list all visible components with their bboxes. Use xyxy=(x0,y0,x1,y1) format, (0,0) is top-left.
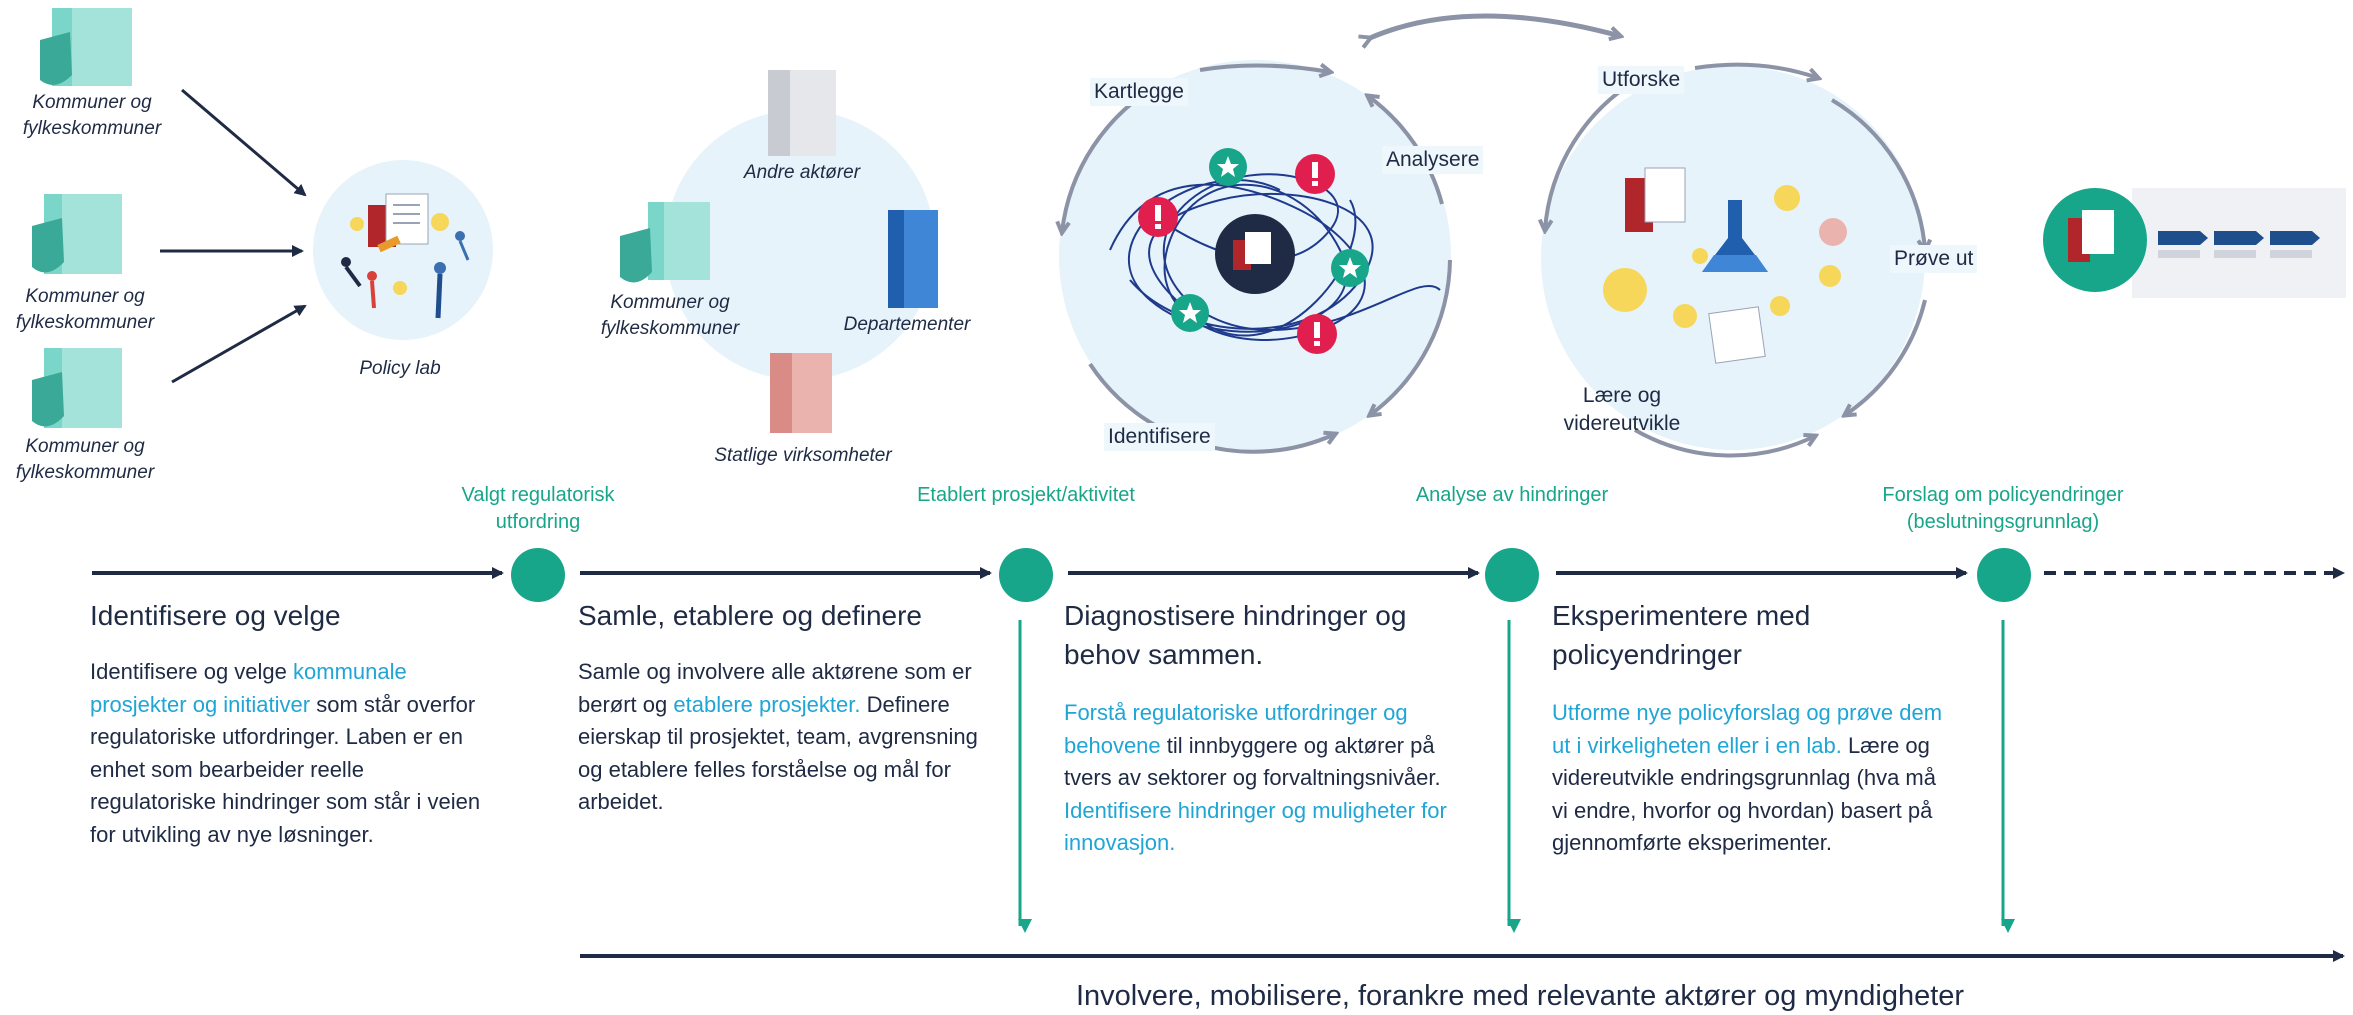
body-text: Definere eierskap til prosjektet, team, … xyxy=(578,691,978,815)
stakeholder-label: Kommuner og fylkeskommuner xyxy=(15,436,155,483)
arrow-to-policy-lab xyxy=(181,88,307,197)
stakeholder-label: Kommuner og fylkeskommuner xyxy=(22,92,162,139)
milestone-dot xyxy=(1977,548,2031,602)
connector-arrow xyxy=(1370,13,1620,38)
star-icon xyxy=(1171,294,1209,332)
body-highlight: Utforme nye policyforslag og prøve dem u… xyxy=(1552,700,1943,758)
cycle-label-utforske: Utforske xyxy=(1598,66,1685,94)
milestone-dot xyxy=(511,548,565,602)
phase-body: Forstå regulatoriske utfordringer og beh… xyxy=(1064,697,1464,860)
milestone-label: Valgt regulatorisk utfordring xyxy=(461,484,615,533)
bottom-arrow-label: Involvere, mobilisere, forankre med rele… xyxy=(1075,980,1965,1012)
milestone-label: Etablert prosjekt/aktivitet xyxy=(917,484,1135,506)
phase-title: Eksperimentere med policyendringer xyxy=(1552,600,1811,670)
warning-icon xyxy=(1138,197,1178,237)
cycle-label-identifisere: Identifisere xyxy=(1104,423,1215,451)
building-icon xyxy=(40,8,132,86)
milestone-label: Analyse av hindringer xyxy=(1415,484,1609,506)
body-text: Samle og involvere alle aktørene som er … xyxy=(578,659,972,717)
body-highlight: Identifisere hindringer og muligheter fo… xyxy=(1064,797,1447,856)
actor-label-departementer: Departementer xyxy=(843,314,971,335)
actor-label-andre: Andre aktører xyxy=(743,162,861,183)
arrow-to-policy-lab xyxy=(171,304,307,384)
warning-icon xyxy=(1295,154,1335,194)
policy-document-icon xyxy=(2043,188,2346,298)
body-text: som står overfor regulatoriske utfordrin… xyxy=(90,691,481,847)
phase-title: Diagnostisere hindringer og behov sammen… xyxy=(1064,600,1407,670)
body-highlight: etablere prosjekter. xyxy=(673,691,861,717)
body-highlight: Forstå regulatoriske utfordringer og beh… xyxy=(1064,700,1408,758)
building-icon xyxy=(32,348,122,428)
actors-illustration xyxy=(620,70,938,433)
body-highlight: kommunale prosjekter og initiativer xyxy=(90,659,407,717)
phase-body: Utforme nye policyforslag og prøve dem u… xyxy=(1552,697,1952,860)
phase-title: Samle, etablere og definere xyxy=(578,600,922,631)
milestone-dot xyxy=(999,548,1053,602)
body-text: til innbyggere og aktører på tvers av se… xyxy=(1064,732,1441,791)
stakeholder-label: Kommuner og fylkeskommuner xyxy=(15,286,155,333)
cycle-label-laere: Lære og videreutvikle xyxy=(1563,384,1681,435)
phase-title: Identifisere og velge xyxy=(90,600,341,631)
milestone-dot xyxy=(1485,548,1539,602)
cycle-label-analysere: Analysere xyxy=(1382,146,1484,174)
body-text: Lære og videreutvikle endringsgrunnlag (… xyxy=(1552,732,1936,856)
actor-label-kommuner: Kommuner og fylkeskommuner xyxy=(600,292,740,339)
policy-lab-illustration xyxy=(313,160,493,340)
actor-label-statlige: Statlige virksomheter xyxy=(714,445,892,466)
warning-icon xyxy=(1297,314,1337,354)
policy-lab-label: Policy lab xyxy=(359,358,441,379)
cycle-label-prove: Prøve ut xyxy=(1890,245,1978,273)
star-icon xyxy=(1331,249,1369,287)
diagnose-cycle xyxy=(1059,60,1452,454)
phase-body: Identifisere og velge kommunale prosjekt… xyxy=(90,656,490,851)
star-icon xyxy=(1209,148,1247,186)
milestone-label: Forslag om policyendringer (beslutningsg… xyxy=(1882,484,2124,533)
building-icon xyxy=(32,194,122,274)
experiment-cycle xyxy=(1541,62,1925,458)
cycle-label-kartlegge: Kartlegge xyxy=(1090,78,1188,106)
body-text: Identifisere og velge xyxy=(90,659,294,684)
phase-body: Samle og involvere alle aktørene som er … xyxy=(578,656,978,819)
